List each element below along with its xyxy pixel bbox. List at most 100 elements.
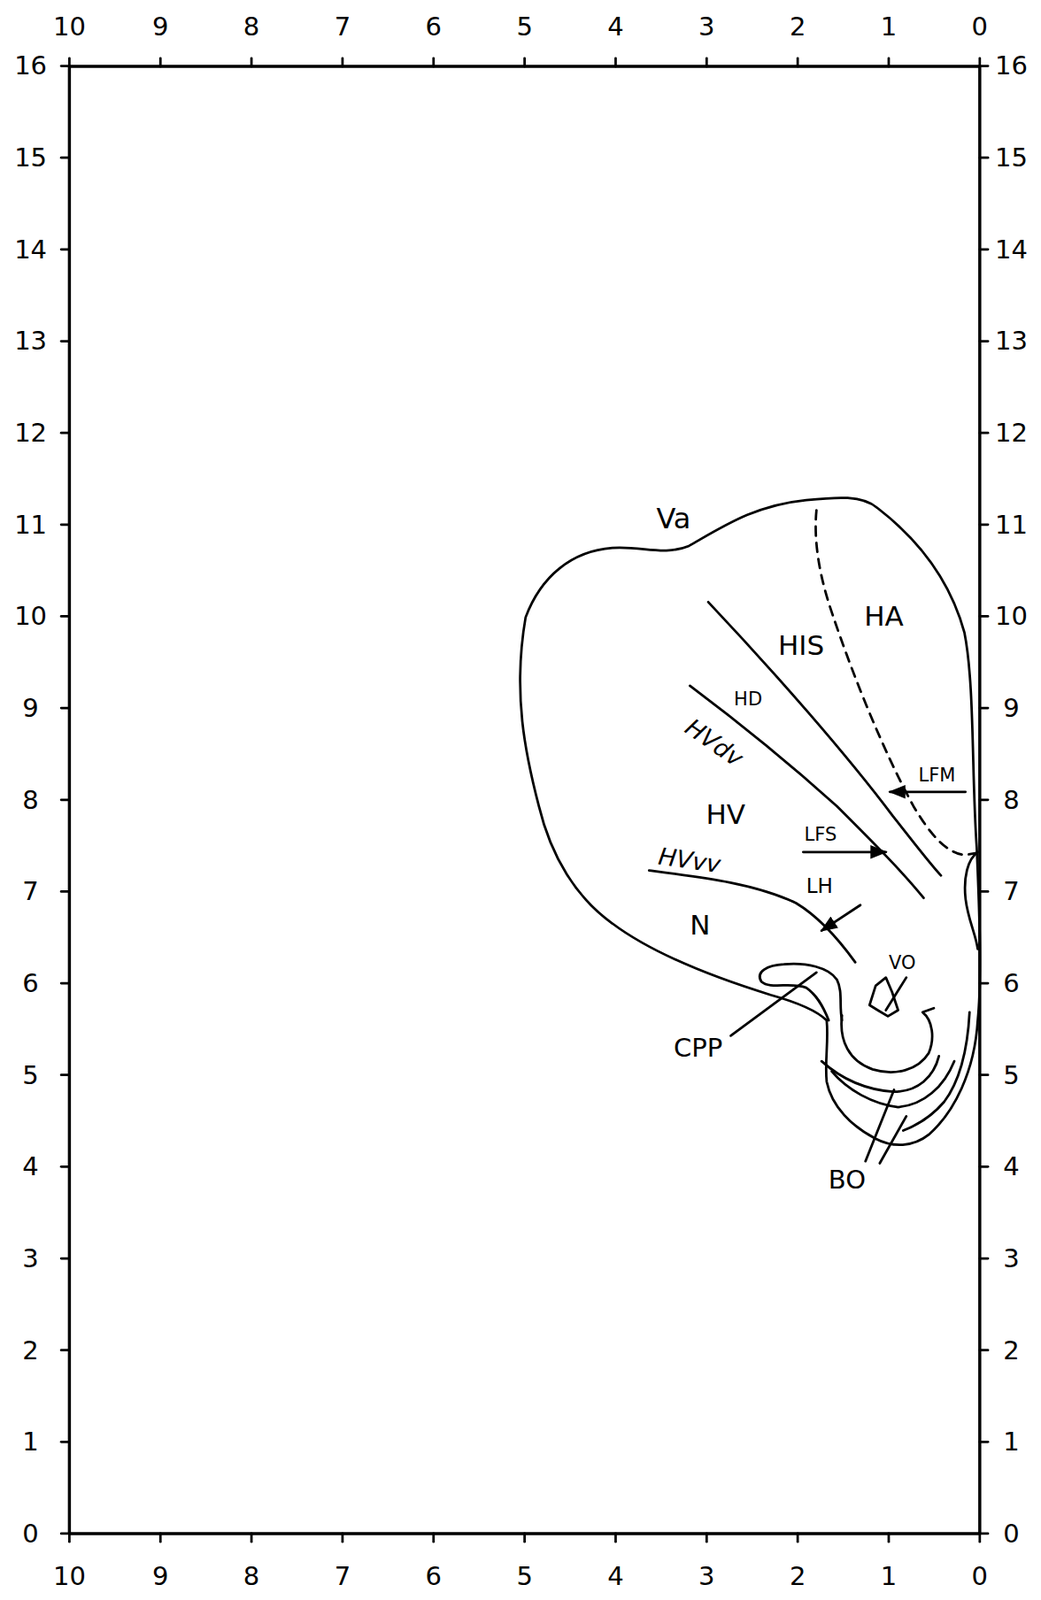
axis-number: 13	[994, 328, 1028, 355]
scale-tick	[431, 58, 435, 67]
lamina-label: LFM	[917, 766, 956, 786]
scale-tick	[887, 58, 891, 67]
axis-number: 8	[243, 13, 260, 39]
axis-number: 1	[880, 1564, 897, 1590]
lfm-arrow	[889, 790, 965, 794]
axis-number: 0	[1002, 1520, 1019, 1547]
axis-number: 0	[971, 1564, 988, 1590]
scale-tick	[61, 523, 70, 526]
axis-number: 15	[14, 145, 47, 171]
axis-number: 4	[607, 1564, 624, 1590]
axis-number: 5	[516, 13, 533, 39]
scale-tick	[979, 615, 988, 618]
axis-number: 9	[152, 13, 169, 39]
midline-notch	[964, 852, 978, 950]
axis-number: 6	[425, 1564, 442, 1590]
axis-number: 2	[789, 13, 806, 39]
scale-tick	[61, 156, 70, 160]
scale-tick	[61, 707, 70, 710]
scale-tick	[61, 1441, 70, 1444]
axis-number: 9	[1002, 695, 1019, 722]
axis-number: 11	[14, 511, 47, 538]
lamina-lfs	[689, 686, 924, 899]
axis-number: 12	[14, 420, 47, 447]
axis-number: 13	[14, 328, 47, 355]
axis-number: 0	[971, 13, 988, 39]
scale-tick	[61, 64, 70, 68]
scale-tick	[61, 1349, 70, 1352]
scale-tick	[61, 1165, 70, 1169]
region-label: Va	[655, 504, 691, 533]
lamina-label: HVdv	[681, 715, 748, 772]
axis-number: 4	[607, 13, 624, 39]
bo-middle-layer	[821, 1056, 940, 1092]
scale-tick	[341, 1534, 345, 1543]
axis-number: 7	[22, 879, 39, 905]
cpp-leader	[731, 972, 818, 1036]
scale-tick	[341, 58, 345, 67]
scale-tick	[61, 1533, 70, 1536]
scale-tick	[61, 982, 70, 986]
scale-tick	[250, 58, 254, 67]
region-label: VO	[888, 954, 917, 973]
lamina-label: LH	[806, 875, 833, 896]
axis-number: 9	[152, 1564, 169, 1590]
scale-tick	[61, 339, 70, 343]
scale-tick	[979, 1349, 988, 1352]
lfs-arrow	[802, 850, 886, 854]
axis-number: 11	[994, 511, 1028, 538]
scale-tick	[705, 1534, 709, 1543]
axis-number: 10	[53, 1564, 86, 1590]
scale-tick	[614, 1534, 617, 1543]
axis-number: 5	[22, 1062, 39, 1088]
scale-tick	[431, 1534, 435, 1543]
axis-number: 10	[14, 603, 47, 630]
scale-tick	[979, 247, 988, 251]
scale-tick	[705, 58, 709, 67]
scale-tick	[61, 798, 70, 802]
axis-number: 1	[880, 13, 897, 39]
scale-tick	[979, 1441, 988, 1444]
region-label: HIS	[778, 631, 825, 659]
scale-tick	[979, 707, 988, 710]
axis-number: 2	[789, 1564, 806, 1590]
scale-tick	[979, 64, 988, 68]
region-label: N	[689, 910, 710, 939]
axis-number: 8	[22, 786, 39, 813]
lamina-lfm	[708, 601, 941, 876]
scale-tick	[61, 1073, 70, 1077]
lh-arrow	[821, 905, 861, 932]
bo-leader	[879, 1116, 907, 1164]
axis-number: 9	[22, 695, 39, 722]
bo-right-layer	[902, 1012, 970, 1132]
section-outline	[520, 497, 981, 1145]
scale-tick	[887, 1534, 891, 1543]
axis-number: 8	[1002, 786, 1019, 813]
scale-tick	[979, 156, 988, 160]
axis-number: 2	[22, 1337, 39, 1364]
cpp-outline	[759, 963, 842, 1021]
axis-number: 10	[53, 13, 86, 39]
scale-tick	[979, 1073, 988, 1077]
axis-number: 14	[994, 236, 1028, 263]
scale-tick	[979, 798, 988, 802]
scale-tick	[68, 1534, 71, 1543]
scale-tick	[978, 1534, 981, 1543]
axis-number: 2	[1002, 1337, 1019, 1364]
axis-number: 3	[1002, 1245, 1019, 1272]
axis-number: 6	[22, 970, 39, 996]
scale-tick	[614, 58, 617, 67]
scale-tick	[796, 1534, 800, 1543]
scale-tick	[250, 1534, 254, 1543]
scale-tick	[523, 1534, 526, 1543]
scale-tick	[979, 1165, 988, 1169]
axis-number: 16	[14, 53, 47, 79]
scale-tick	[979, 339, 988, 343]
scale-tick	[979, 431, 988, 435]
vo-leader	[886, 978, 907, 1011]
region-label: HV	[705, 801, 746, 829]
grid-frame	[69, 66, 980, 1535]
axis-number: 8	[243, 1564, 260, 1590]
